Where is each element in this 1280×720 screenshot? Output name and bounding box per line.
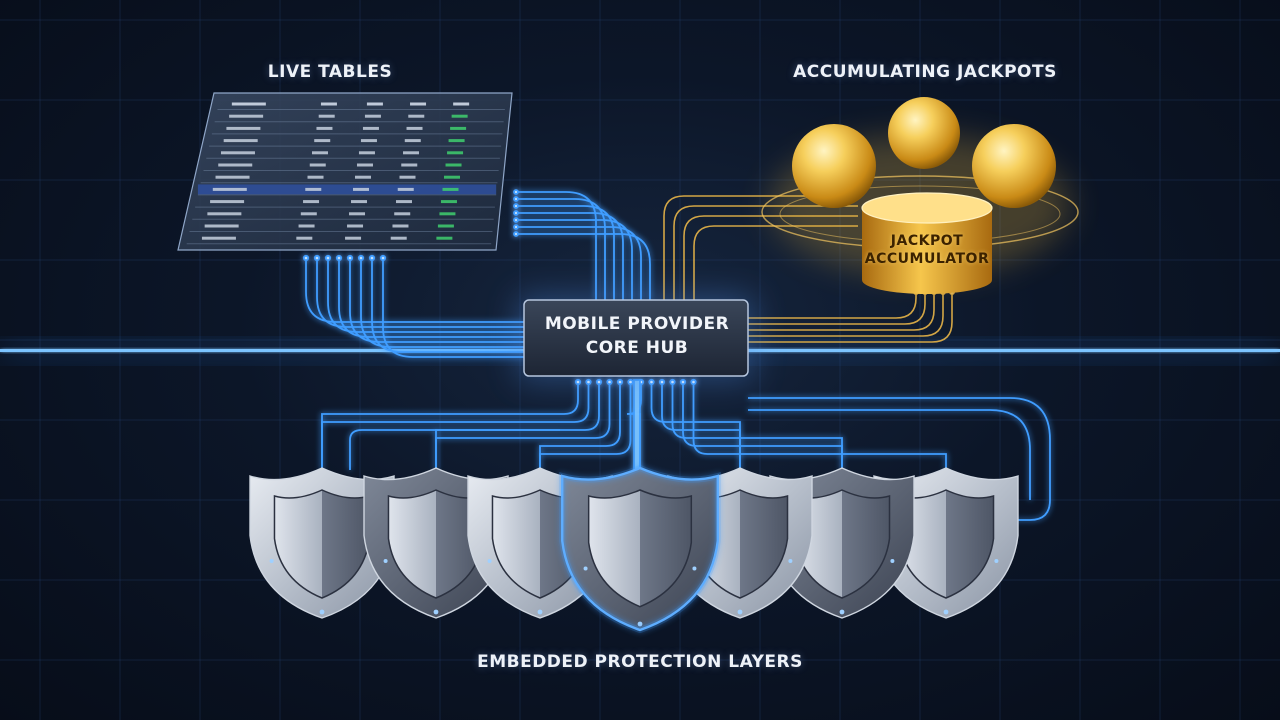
jackpot-orb <box>888 97 960 169</box>
table-cell-mark <box>410 102 427 106</box>
jackpot-accumulator-label: JACKPOT ACCUMULATOR <box>852 232 1002 268</box>
table-cell-mark <box>447 151 464 155</box>
table-cell-mark <box>399 175 416 179</box>
jackpot-accumulator <box>861 192 993 294</box>
table-cell-mark <box>345 236 362 240</box>
table-cell-mark <box>403 151 420 155</box>
table-cell-mark <box>316 126 333 130</box>
table-cell-mark <box>204 224 239 228</box>
table-cell-mark <box>362 126 379 130</box>
live-tables-panel <box>177 92 513 251</box>
table-cell-mark <box>215 175 250 179</box>
accumulator-label-line1: JACKPOT <box>890 233 964 249</box>
shield <box>249 467 395 619</box>
table-cell-mark <box>353 187 370 191</box>
table-cell-mark <box>436 236 453 240</box>
table-cell-mark <box>300 212 317 216</box>
table-cell-mark <box>366 102 383 106</box>
table-cell-mark <box>212 187 247 191</box>
table-cell-mark <box>320 102 337 106</box>
shield <box>559 464 721 634</box>
table-cell-mark <box>437 224 454 228</box>
core-hub-label: MOBILE PROVIDER CORE HUB <box>526 312 748 360</box>
table-cell-mark <box>307 175 324 179</box>
core-hub <box>518 296 754 380</box>
table-cell-mark <box>231 102 266 106</box>
table-cell-mark <box>347 224 364 228</box>
table-cell-mark <box>349 212 366 216</box>
table-cell-mark <box>351 200 368 204</box>
accumulator-label-line2: ACCUMULATOR <box>864 251 990 267</box>
table-cell-mark <box>223 139 258 143</box>
table-cell-mark <box>364 114 381 118</box>
table-cell-mark <box>218 163 253 167</box>
protection-shields <box>249 464 1019 634</box>
jackpot-orb <box>792 124 876 208</box>
table-cell-mark <box>298 224 315 228</box>
table-cell-mark <box>439 212 456 216</box>
table-cell-mark <box>408 114 425 118</box>
core-hub-label-line1: MOBILE PROVIDER <box>544 314 730 334</box>
embedded-protection-layers-title: EMBEDDED PROTECTION LAYERS <box>477 652 803 672</box>
table-cell-mark <box>392 224 409 228</box>
jackpot-orb <box>972 124 1056 208</box>
table-cell-mark <box>440 200 457 204</box>
table-cell-mark <box>453 102 470 106</box>
table-cell-mark <box>356 163 373 167</box>
table-cell-mark <box>445 163 462 167</box>
table-cell-mark <box>395 200 412 204</box>
jackpot-accumulator-group <box>761 97 1079 294</box>
table-cell-mark <box>309 163 326 167</box>
live-tables-rows <box>186 102 505 245</box>
table-cell-mark <box>406 126 423 130</box>
table-cell-mark <box>448 139 465 143</box>
table-cell-mark <box>404 139 421 143</box>
table-cell-mark <box>397 187 414 191</box>
table-row-highlight <box>197 184 497 195</box>
table-cell-mark <box>314 139 331 143</box>
table-cell-mark <box>451 114 468 118</box>
table-cell-mark <box>442 187 459 191</box>
table-cell-mark <box>354 175 371 179</box>
table-cell-mark <box>220 151 255 155</box>
table-cell-mark <box>229 114 264 118</box>
table-cell-mark <box>394 212 411 216</box>
table-cell-mark <box>401 163 418 167</box>
table-cell-mark <box>390 236 407 240</box>
table-cell-mark <box>207 212 242 216</box>
table-cell-mark <box>318 114 335 118</box>
table-cell-mark <box>444 175 461 179</box>
table-cell-mark <box>360 139 377 143</box>
table-cell-mark <box>358 151 375 155</box>
table-cell-mark <box>296 236 313 240</box>
table-cell-mark <box>210 200 245 204</box>
table-cell-mark <box>226 126 261 130</box>
table-cell-mark <box>201 236 236 240</box>
live-tables-title: LIVE TABLES <box>267 62 393 82</box>
core-hub-label-line2: CORE HUB <box>585 338 689 358</box>
table-cell-mark <box>311 151 328 155</box>
table-cell-mark <box>303 200 320 204</box>
accumulating-jackpots-title: ACCUMULATING JACKPOTS <box>793 62 1057 82</box>
table-cell-mark <box>450 126 467 130</box>
table-cell-mark <box>305 187 322 191</box>
